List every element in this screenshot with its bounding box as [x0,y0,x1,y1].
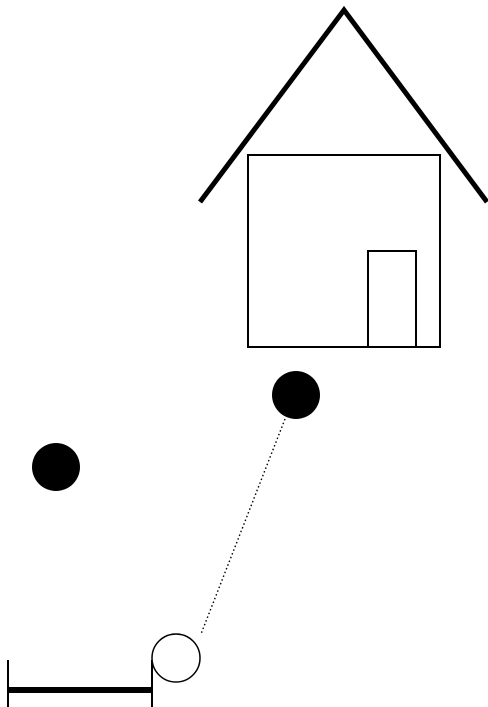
house-door [368,251,416,347]
aim-line [201,419,285,634]
launch-platform [8,660,152,707]
house [200,10,487,347]
player-ball[interactable] [152,634,200,682]
ball-near-house[interactable] [272,371,320,419]
ball-left[interactable] [32,443,80,491]
house-roof [200,10,487,202]
